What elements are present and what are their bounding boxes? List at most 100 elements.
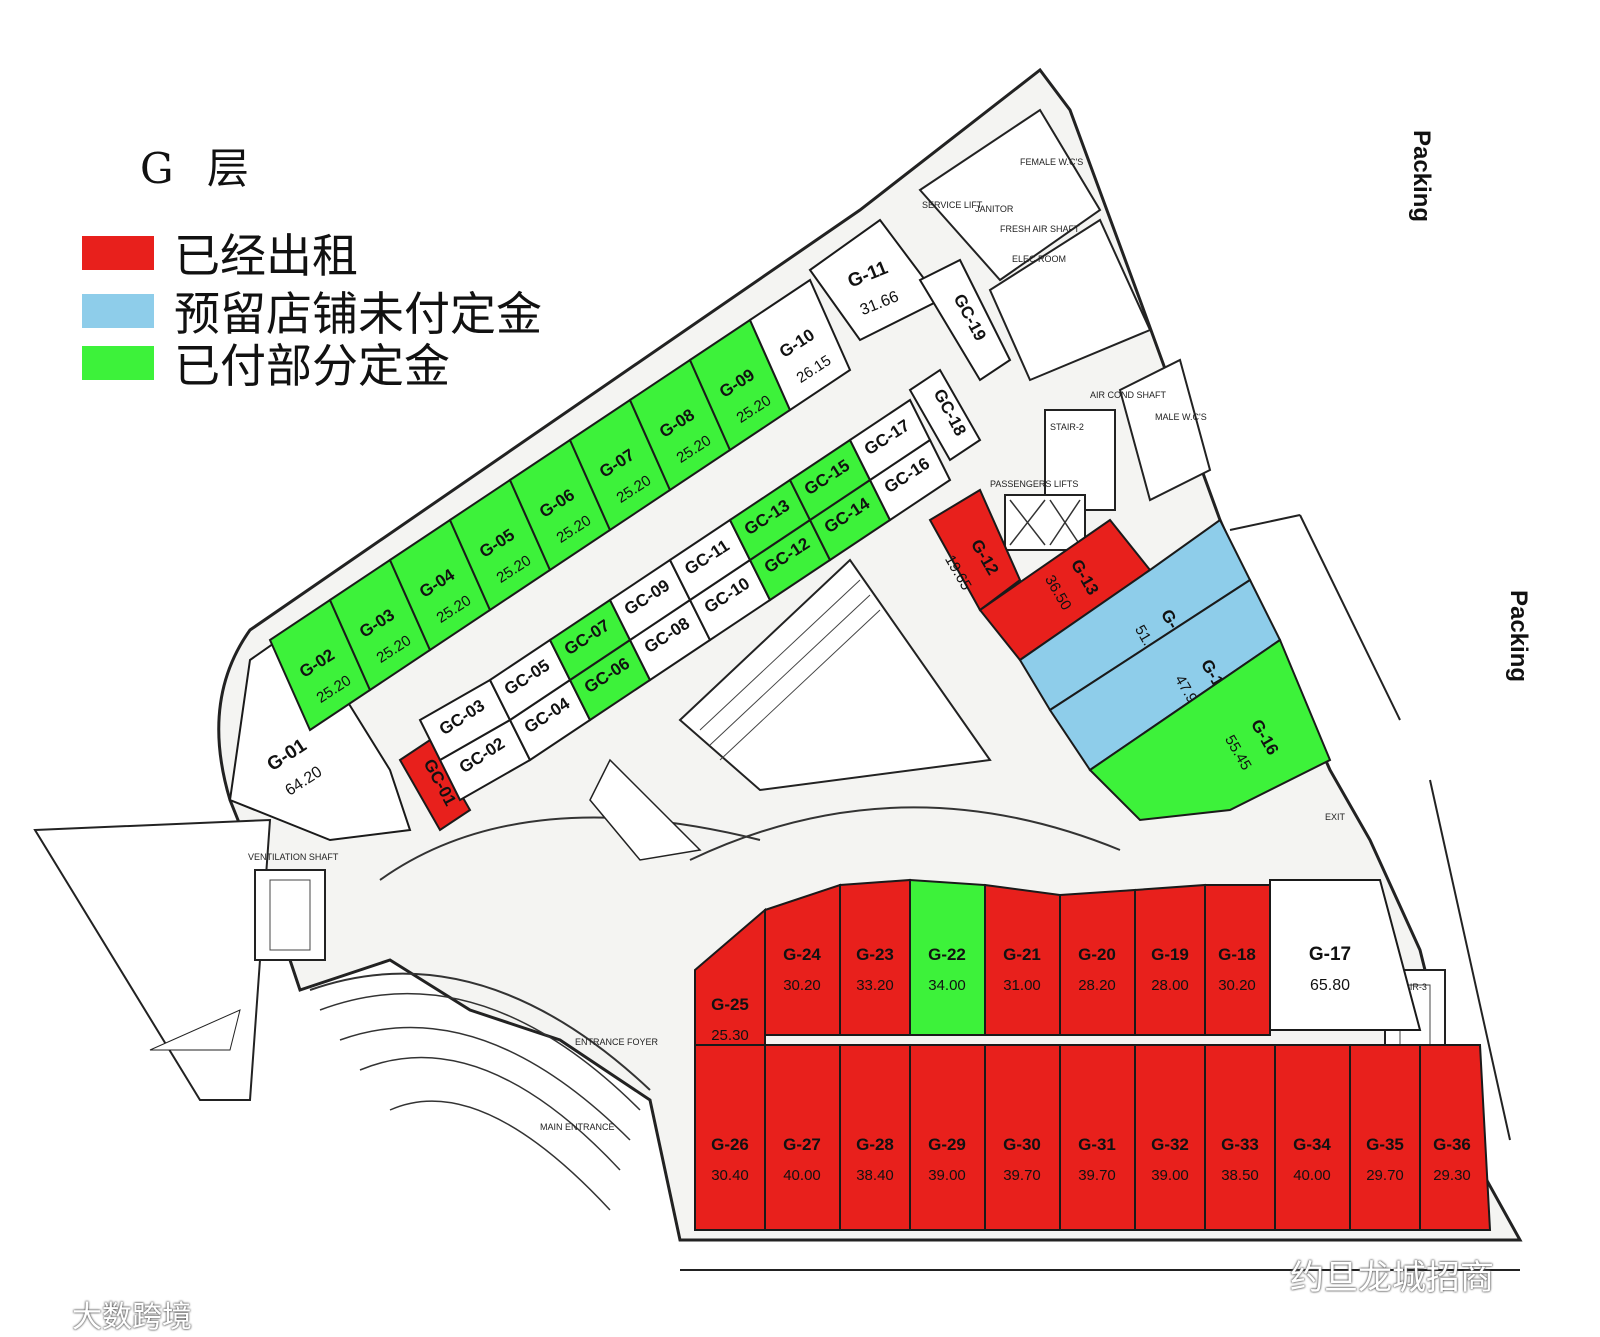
unit-g-14-shape[interactable] — [1018, 518, 1252, 712]
unit-g-31-area: 39.70 — [1078, 1167, 1116, 1184]
unit-gc-01-shape[interactable] — [398, 738, 472, 832]
unit-g-18-id: G-18 — [1218, 945, 1256, 964]
fresh-air-shaft-label: FRESH AIR SHAFT — [1000, 224, 1080, 234]
legend-swatch-reserved — [82, 294, 154, 328]
unit-gc-15[interactable]: GC-15 — [788, 438, 872, 522]
legend-label-rented: 已经出租 — [174, 229, 358, 283]
service-lift-label: SERVICE LIFT — [922, 200, 983, 210]
unit-g-20-area: 28.20 — [1078, 977, 1116, 994]
unit-gc-19[interactable]: GC-19 — [918, 258, 1012, 382]
unit-g-24-area: 30.20 — [783, 977, 821, 994]
legend-item-partial: 已付部分定金 — [82, 330, 450, 396]
unit-gc-17-shape[interactable] — [848, 398, 932, 482]
stair-2-label: STAIR-2 — [1050, 422, 1084, 432]
legend-label-reserved: 预留店铺未付定金 — [174, 287, 542, 341]
unit-g-19-area: 28.00 — [1151, 977, 1189, 994]
unit-gc-05[interactable]: GC-05 — [488, 638, 572, 722]
legend-label-partial: 已付部分定金 — [174, 339, 450, 393]
unit-g-12-shape[interactable] — [928, 488, 1022, 612]
unit-g-36-id: G-36 — [1433, 1135, 1471, 1154]
unit-g-22[interactable]: G-22 34.00 — [909, 878, 986, 1036]
unit-g-36[interactable]: G-36 29.30 — [1419, 1044, 1492, 1231]
room-labels: FEMALE W.C'S MALE W.C'S JANITOR SERVICE … — [248, 157, 1427, 1132]
unit-g-29-id: G-29 — [928, 1135, 966, 1154]
unit-g-26-id: G-26 — [711, 1135, 749, 1154]
unit-g-36-shape[interactable] — [1419, 1044, 1492, 1231]
janitor-label: JANITOR — [975, 204, 1014, 214]
unit-g-16-shape[interactable] — [1088, 638, 1332, 822]
unit-g-34-area: 40.00 — [1293, 1167, 1331, 1184]
unit-g-21-id: G-21 — [1003, 945, 1041, 964]
unit-g-36-area: 29.30 — [1433, 1167, 1471, 1184]
unit-gc-12[interactable]: GC-12 — [748, 518, 832, 602]
unit-g-19[interactable]: G-19 28.00 — [1134, 883, 1206, 1036]
unit-gc-18-shape[interactable] — [908, 368, 982, 462]
unit-gc-06[interactable]: GC-06 — [568, 638, 652, 722]
elec-room-label: ELEC ROOM — [1012, 254, 1066, 264]
unit-g-23[interactable]: G-23 33.20 — [839, 878, 911, 1036]
packing-label-right: Packing — [1505, 590, 1532, 683]
unit-g-34-id: G-34 — [1293, 1135, 1331, 1154]
unit-g-22-id: G-22 — [928, 945, 966, 964]
legend-swatch-rented — [82, 236, 154, 270]
unit-g-18-area: 30.20 — [1218, 977, 1256, 994]
legend-item-rented: 已经出租 — [82, 220, 358, 286]
legend-item-reserved: 预留店铺未付定金 — [82, 278, 542, 344]
exit-label: EXIT — [1325, 812, 1346, 822]
unit-g-35-area: 29.70 — [1366, 1167, 1404, 1184]
unit-g-28-area: 38.40 — [856, 1167, 894, 1184]
unit-g-23-area: 33.20 — [856, 977, 894, 994]
unit-g-29[interactable]: G-29 39.00 — [909, 1044, 986, 1231]
unit-g-34[interactable]: G-34 40.00 — [1274, 1044, 1351, 1231]
watermark-brand: 大数跨境 — [72, 1300, 192, 1335]
unit-gc-14[interactable]: GC-14 — [808, 478, 892, 562]
unit-g-27-id: G-27 — [783, 1135, 821, 1154]
unit-g-26[interactable]: G-26 30.40 — [694, 1044, 766, 1231]
unit-g-33[interactable]: G-33 38.50 — [1204, 1044, 1276, 1231]
unit-g-25-id: G-25 — [711, 995, 749, 1014]
stair-3-label: STAIR-3 — [1393, 982, 1427, 992]
unit-g-23-id: G-23 — [856, 945, 894, 964]
main-entrance-label: MAIN ENTRANCE — [540, 1122, 615, 1132]
unit-g-22-area: 34.00 — [928, 977, 966, 994]
legend-swatch-partial — [82, 346, 154, 380]
air-cond-shaft-label: AIR COND SHAFT — [1090, 390, 1167, 400]
unit-g-30-id: G-30 — [1003, 1135, 1041, 1154]
passengers-lifts-label: PASSENGERS LIFTS — [990, 479, 1078, 489]
unit-g-01-shape[interactable] — [228, 623, 412, 842]
unit-g-33-area: 38.50 — [1221, 1167, 1259, 1184]
unit-g-18[interactable]: G-18 30.20 — [1204, 884, 1271, 1036]
unit-g-10-shape[interactable] — [748, 278, 852, 412]
unit-gc-18[interactable]: GC-18 — [908, 368, 982, 462]
unit-g-26-area: 30.40 — [711, 1167, 749, 1184]
floor-title: G 层 — [140, 144, 259, 193]
unit-g-19-id: G-19 — [1151, 945, 1189, 964]
unit-gc-19-shape[interactable] — [918, 258, 1012, 382]
unit-g-25[interactable]: G-25 25.30 — [694, 907, 766, 1046]
female-wc-label: FEMALE W.C'S — [1020, 157, 1083, 167]
unit-g-25-area: 25.30 — [711, 1027, 749, 1044]
unit-g-29-area: 39.00 — [928, 1167, 966, 1184]
unit-g-17-area: 65.80 — [1310, 977, 1350, 994]
unit-g-33-id: G-33 — [1221, 1135, 1259, 1154]
